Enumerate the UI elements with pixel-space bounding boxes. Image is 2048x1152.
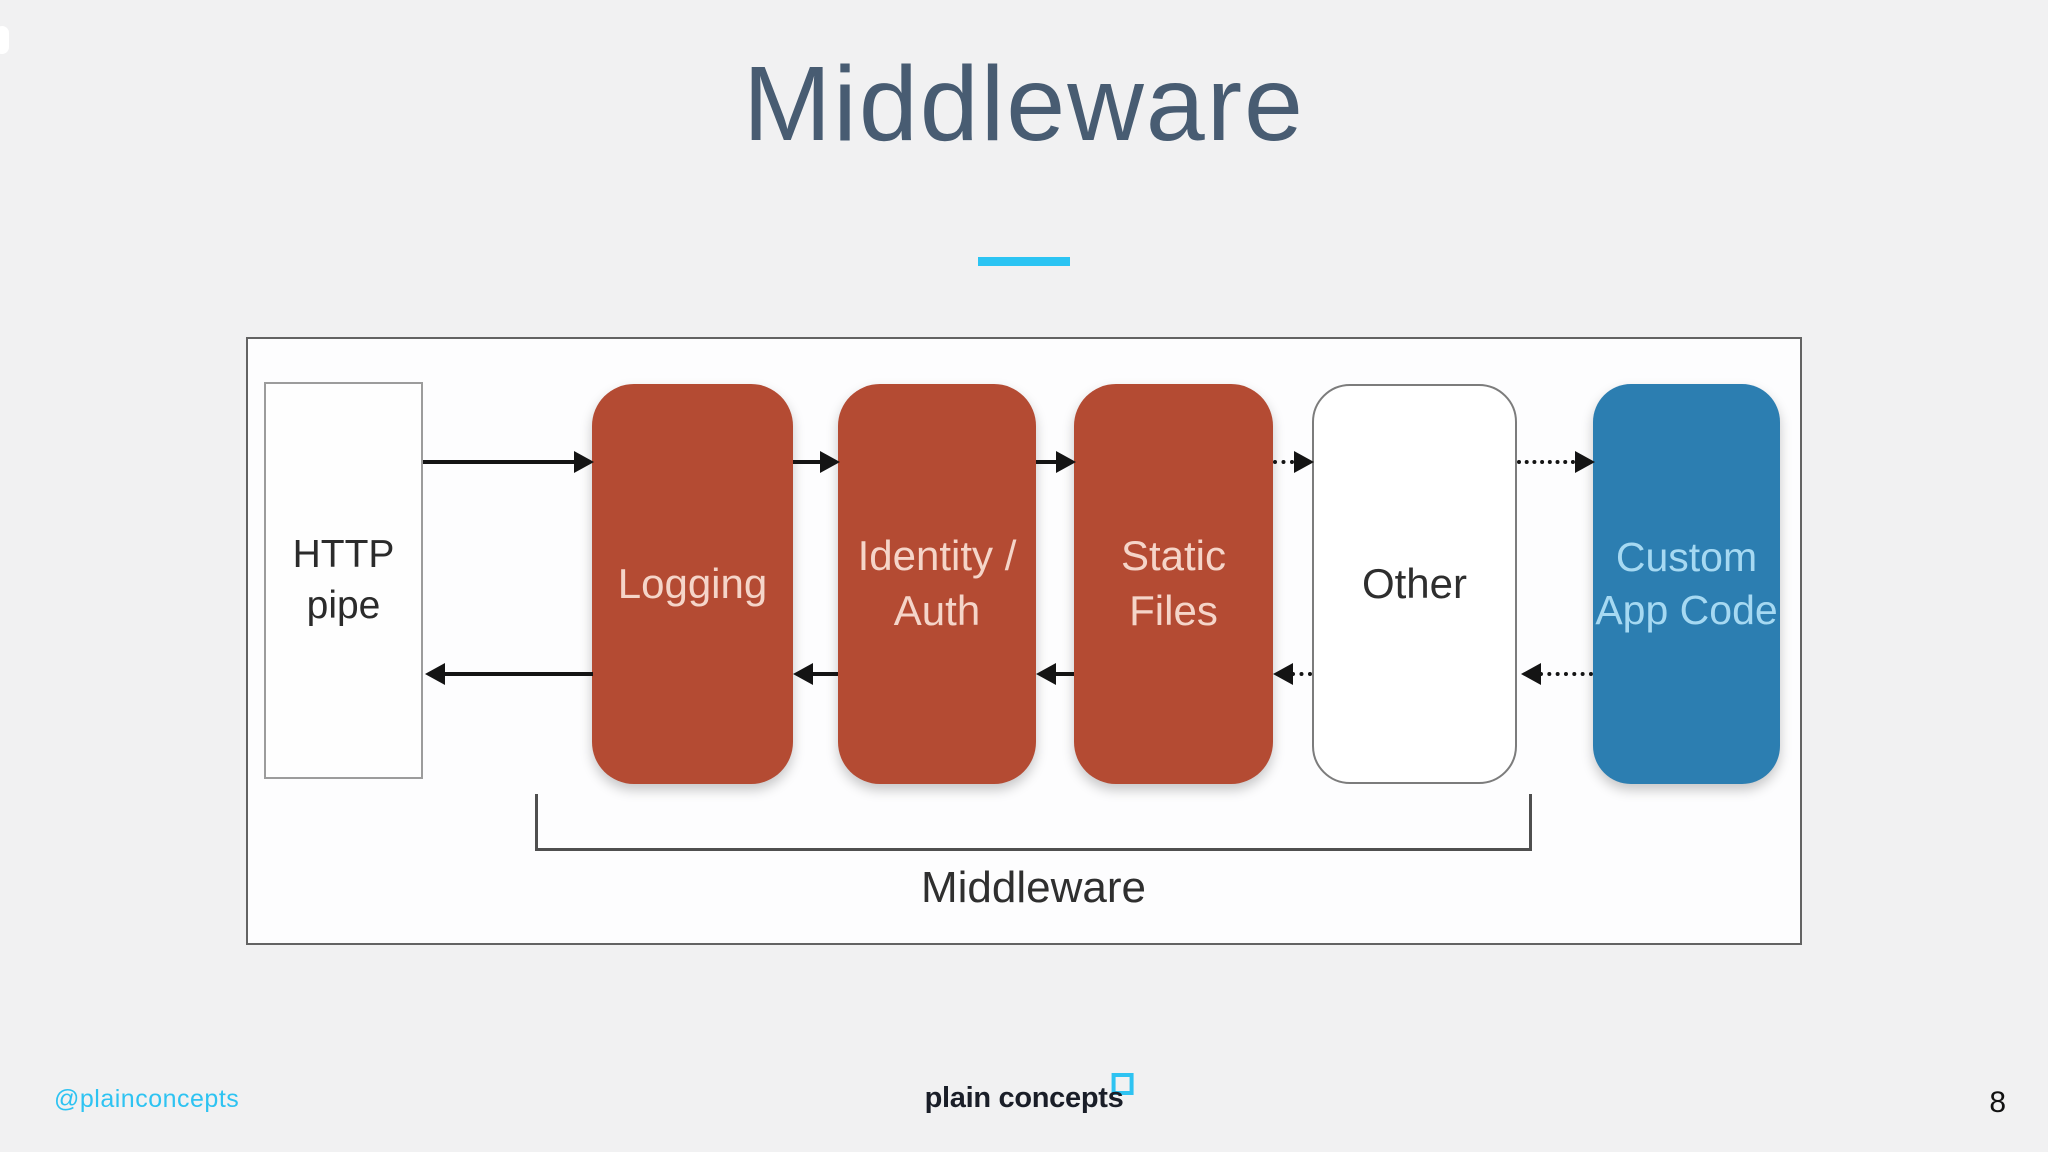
arrow-custom-to-other-head [1521, 663, 1541, 685]
logo-text: plain concepts [924, 1082, 1124, 1114]
node-http-pipe: HTTP pipe [264, 382, 423, 779]
node-custom-app-code: Custom App Code [1593, 384, 1780, 784]
node-identity-auth-label: Identity / Auth [857, 532, 1017, 634]
arrow-identity-to-logging-head [793, 663, 813, 685]
node-static-files: Static Files [1074, 384, 1273, 784]
diagram-caption: Middleware [921, 863, 1146, 912]
arrow-other-to-static-head [1273, 663, 1293, 685]
arrow-other-to-custom-line [1517, 460, 1575, 464]
arrow-logging-to-identity-line [793, 460, 820, 464]
node-logging-label: Logging [617, 559, 768, 607]
left-edge-notch [0, 26, 9, 54]
page-number: 8 [1989, 1086, 2006, 1119]
arrow-other-to-static-line [1291, 672, 1312, 676]
arrow-static-to-identity-head [1036, 663, 1056, 685]
node-other-label: Other [1361, 559, 1468, 607]
logo-frame-icon [1111, 1073, 1134, 1095]
node-logging: Logging [592, 384, 793, 784]
arrow-static-to-other-head [1294, 451, 1314, 473]
arrow-static-to-other-line [1273, 460, 1294, 464]
twitter-handle: @plainconcepts [54, 1085, 240, 1113]
arrow-custom-to-other-line [1539, 672, 1593, 676]
arrow-identity-to-logging-line [811, 672, 838, 676]
arrow-static-to-identity-line [1054, 672, 1074, 676]
title-accent-underline [978, 257, 1070, 266]
arrow-identity-to-static-line [1036, 460, 1056, 464]
node-custom-app-code-label: Custom App Code [1595, 533, 1778, 633]
node-other: Other [1312, 384, 1517, 784]
plain-concepts-logo: plain concepts [924, 1073, 1134, 1115]
slide-title: Middleware [742, 45, 1305, 163]
arrow-logging-to-identity-head [820, 451, 840, 473]
arrow-http-to-logging-line [423, 460, 574, 464]
middleware-diagram: HTTP pipe Logging Identity / Auth Static… [246, 337, 1802, 945]
node-static-files-label: Static Files [1120, 532, 1227, 634]
arrow-identity-to-static-head [1056, 451, 1076, 473]
arrow-http-to-logging-head [574, 451, 594, 473]
node-identity-auth: Identity / Auth [838, 384, 1036, 784]
middleware-bracket [535, 794, 1532, 851]
node-http-pipe-label: HTTP pipe [292, 532, 395, 627]
arrow-other-to-custom-head [1575, 451, 1595, 473]
arrow-logging-to-http-head [425, 663, 445, 685]
arrow-logging-to-http-line [443, 672, 593, 676]
